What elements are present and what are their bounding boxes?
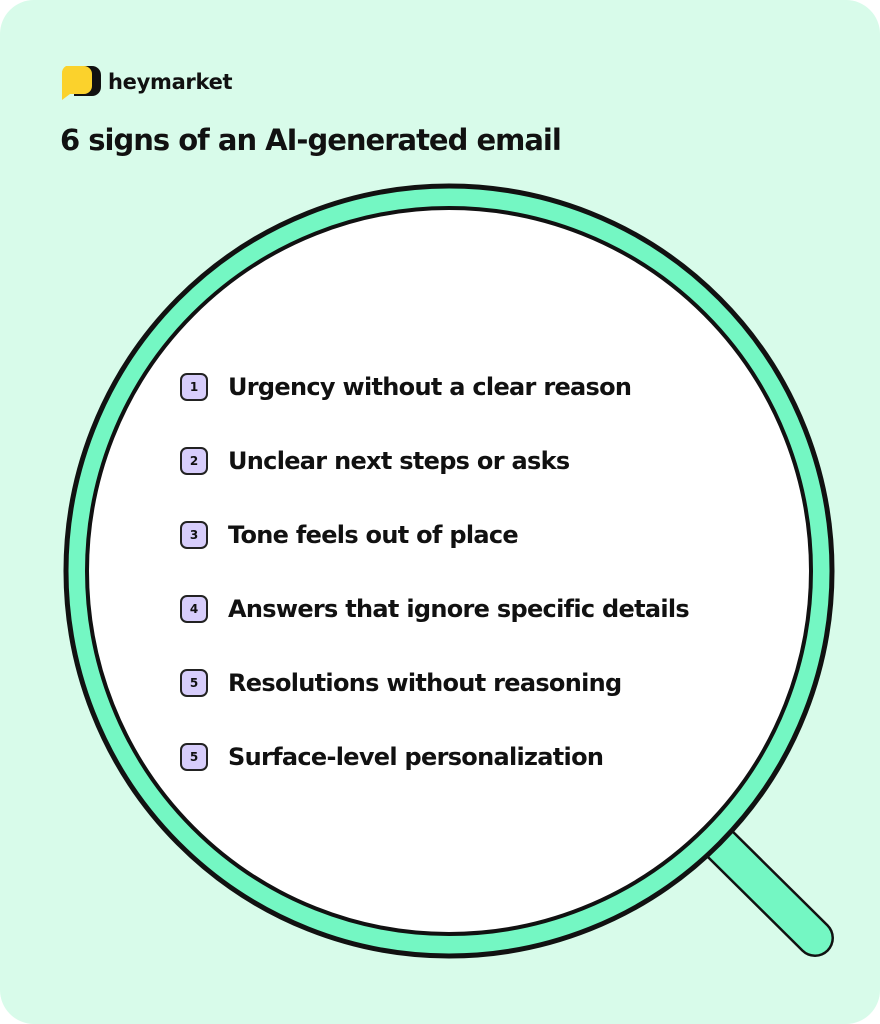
speech-bubble-icon bbox=[61, 66, 101, 100]
magnifier-handle bbox=[699, 823, 834, 957]
list-item: 3 Tone feels out of place bbox=[180, 516, 689, 590]
brand-name: heymarket bbox=[108, 70, 233, 94]
sign-text: Surface-level personalization bbox=[228, 743, 604, 771]
number-badge: 5 bbox=[180, 743, 208, 771]
number-badge: 4 bbox=[180, 595, 208, 623]
number-badge: 2 bbox=[180, 447, 208, 475]
number-badge: 1 bbox=[180, 373, 208, 401]
list-item: 5 Surface-level personalization bbox=[180, 738, 689, 812]
sign-text: Urgency without a clear reason bbox=[228, 373, 632, 401]
sign-text: Answers that ignore specific details bbox=[228, 595, 690, 623]
number-badge: 5 bbox=[180, 669, 208, 697]
brand-logo: heymarket bbox=[60, 64, 233, 100]
number-badge: 3 bbox=[180, 521, 208, 549]
page-title: 6 signs of an AI-generated email bbox=[60, 123, 562, 157]
list-item: 2 Unclear next steps or asks bbox=[180, 442, 689, 516]
sign-text: Unclear next steps or asks bbox=[228, 447, 570, 475]
magnifier-lens bbox=[85, 206, 813, 936]
sign-text: Tone feels out of place bbox=[228, 521, 519, 549]
sign-text: Resolutions without reasoning bbox=[228, 669, 622, 697]
list-item: 1 Urgency without a clear reason bbox=[180, 368, 689, 442]
list-item: 5 Resolutions without reasoning bbox=[180, 664, 689, 738]
list-item: 4 Answers that ignore specific details bbox=[180, 590, 690, 664]
signs-list: 1 Urgency without a clear reason 2 Uncle… bbox=[180, 368, 690, 812]
